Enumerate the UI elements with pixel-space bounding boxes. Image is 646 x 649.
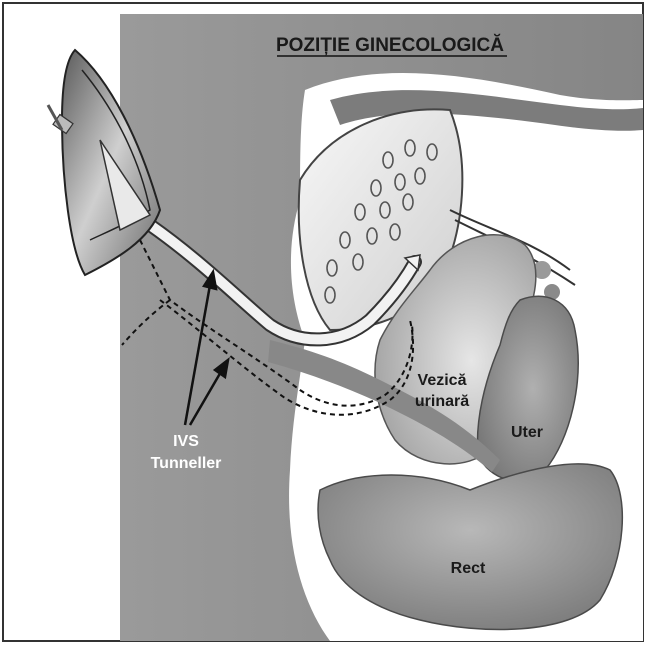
label-uterus: Uter [511,424,543,441]
diagram-title: POZIȚIE GINECOLOGICĂ [276,34,504,56]
label-device-line2: Tunneller [151,455,222,472]
label-bladder-line1: Vezică [418,372,467,389]
label-rectum: Rect [451,560,486,577]
label-device-line1: IVS [173,433,199,450]
label-bladder-line2: urinară [415,393,469,410]
